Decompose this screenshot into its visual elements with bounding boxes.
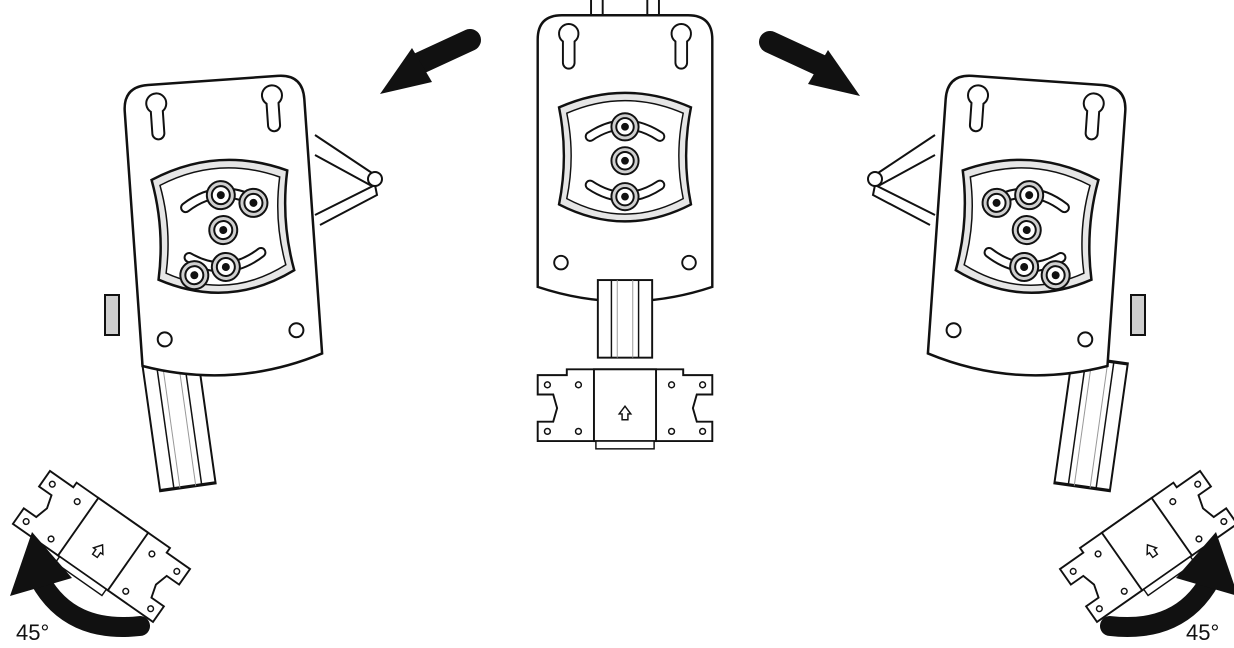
rotation-angle-right-label: 45° — [1186, 620, 1220, 645]
arrow-swing-left-icon — [380, 29, 481, 94]
mount-right — [867, 74, 1234, 630]
mount-plate-left — [123, 74, 323, 381]
mount-plate-center — [538, 15, 713, 301]
mount-left — [7, 74, 383, 630]
rotate-cw-arrow-icon — [1100, 532, 1234, 637]
rotation-angle-left-label: 45° — [16, 620, 50, 645]
mount-plate-right — [927, 74, 1127, 381]
mount-arm-right — [1052, 354, 1130, 493]
mount-arm-center — [596, 279, 654, 359]
rotate-ccw-arrow-icon — [10, 532, 150, 637]
mount-center — [536, 0, 714, 450]
arrow-swing-right-icon — [759, 31, 860, 96]
vesa-bracket-center — [536, 368, 714, 450]
